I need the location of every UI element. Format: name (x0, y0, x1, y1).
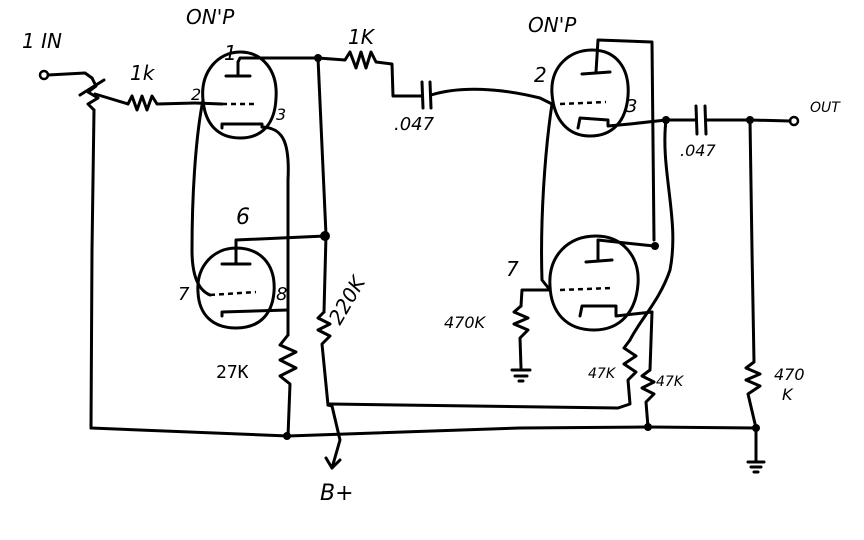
tube2-title: ON'P (528, 13, 577, 37)
output-terminal (788, 115, 800, 127)
tube2-upper-envelope (550, 48, 630, 138)
tube1-title: ON'P (186, 5, 235, 29)
node-dot-2 (320, 231, 330, 241)
input-1k-resistor (126, 94, 197, 112)
tube2-lower-plate (584, 238, 656, 264)
cap-to-tube2-wire (429, 87, 554, 106)
tube1-upper-plate (224, 60, 252, 78)
tube1-plate-lead (236, 56, 320, 64)
tube1-grid-lead (193, 101, 224, 106)
r-27k-label: 27K (216, 362, 249, 383)
bplus-vertical-wire (316, 56, 328, 314)
tube2-grid-link (540, 102, 554, 292)
bplus-wire (326, 403, 342, 470)
pot-return-wire (89, 108, 96, 430)
pin7-left-label: 7 (178, 284, 190, 305)
470k-ground (510, 368, 532, 383)
pin7-right-label: 7 (506, 257, 519, 281)
r-47k-a-label: 47K (588, 366, 617, 382)
tube2-upper-cathode (576, 116, 632, 130)
pin2-left-label: 2 (191, 85, 201, 104)
pin1-label: 1 (224, 41, 237, 65)
node-dot-4 (651, 242, 659, 250)
tube1-upper-envelope (201, 50, 278, 140)
tube1-lower-cathode (220, 308, 290, 318)
220k-resistor (316, 310, 332, 407)
r-470k-label: 470K (444, 313, 487, 332)
tube1-lower-envelope (196, 246, 276, 330)
pin2-right-label: 2 (534, 63, 547, 87)
tube1-cathode-link (260, 125, 290, 337)
bplus-arrow (324, 456, 342, 470)
output-label: OUT (810, 100, 841, 116)
pin6-label: 6 (236, 205, 250, 230)
27k-resistor (278, 333, 298, 438)
tube2-lower-envelope (548, 234, 640, 332)
r-mid-1k-label: 1K (348, 25, 376, 49)
node-dot-8 (752, 424, 760, 432)
pin8-label: 8 (276, 284, 287, 305)
cap-right-label: .047 (680, 141, 716, 160)
grid-bias-wire (519, 288, 552, 308)
output-ground (746, 426, 766, 474)
47k-resistor-b (640, 310, 656, 429)
47k-resistor-a (328, 338, 638, 410)
node-dot-7 (644, 423, 652, 431)
tube1-upper-cathode (220, 122, 264, 130)
470k-output-resistor (744, 118, 762, 430)
r-in-1k-label: 1k (130, 61, 156, 85)
r-220k-label: 220K (324, 270, 371, 328)
input-wire (46, 71, 94, 80)
tube1-lower-plate (220, 234, 327, 266)
r-470k-out-label-a: 470 (774, 365, 805, 384)
pin3-right-label: 3 (626, 96, 637, 117)
tube2-lower-grid (559, 286, 613, 292)
tube1-grid-link (190, 98, 212, 297)
input-label: 1 IN (22, 29, 62, 53)
pot-wiper-wire (93, 92, 130, 106)
ground-rail (89, 425, 758, 438)
r-47k-b-label: 47K (656, 374, 685, 390)
470k-resistor (512, 304, 530, 370)
tube2-cathode-link (628, 118, 675, 342)
pin3-left-label: 3 (276, 105, 286, 124)
node-dot-6 (283, 432, 291, 440)
tube2-lower-cathode (578, 304, 654, 318)
input-potentiometer (78, 76, 106, 112)
mid-1k-resistor (316, 50, 424, 98)
cap-left-label: .047 (394, 114, 435, 135)
tube1-lower-grid (209, 290, 257, 297)
bplus-label: B+ (320, 481, 354, 506)
tube2-upper-grid (559, 100, 607, 106)
tube2-upper-plate (580, 38, 656, 242)
r-470k-out-label-b: K (782, 385, 794, 404)
